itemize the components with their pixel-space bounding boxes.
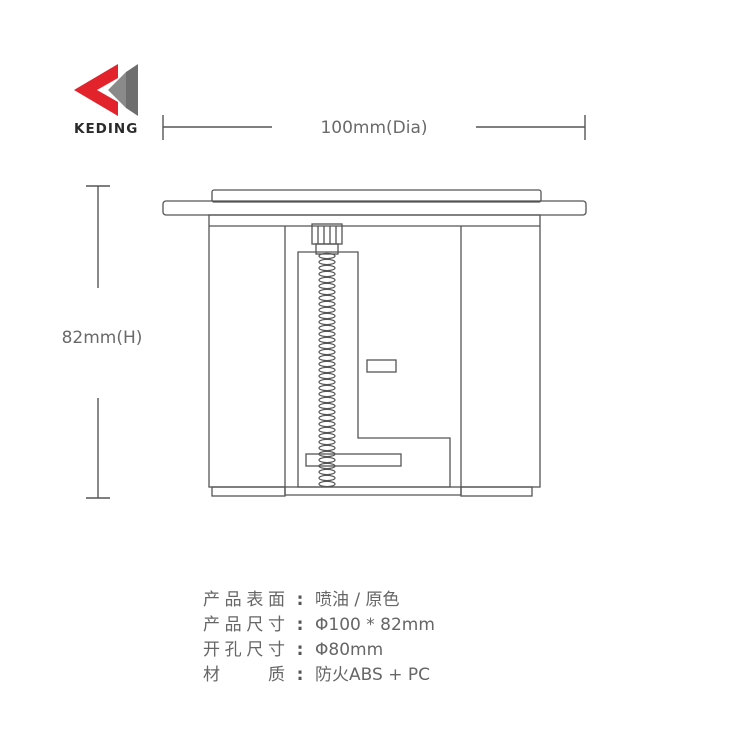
- thread-coil: [318, 252, 336, 260]
- spec-value: 喷油 / 原色: [315, 590, 400, 610]
- l-bracket: [297, 251, 451, 488]
- spec-separator: :: [296, 665, 304, 685]
- slot: [366, 359, 397, 373]
- thread-coil: [318, 318, 336, 326]
- thread-coil: [318, 270, 336, 278]
- thread-coil: [318, 396, 336, 404]
- thread-coil: [318, 354, 336, 362]
- spec-label: 产品尺寸: [203, 615, 285, 635]
- thread-coil: [318, 384, 336, 392]
- base-left: [211, 486, 286, 497]
- thread-coil: [318, 420, 336, 428]
- spec-label: 材质: [203, 665, 285, 685]
- thread-coil: [318, 348, 336, 356]
- thread-coil: [318, 276, 336, 284]
- logo-gray-shape-2: [126, 64, 138, 116]
- thread-coil: [318, 402, 336, 410]
- spec-row-surface: 产品表面: 喷油 / 原色: [203, 588, 435, 613]
- top-cap: [211, 189, 542, 203]
- thread-coil: [318, 264, 336, 272]
- thread-coil: [318, 390, 336, 398]
- thread-coil: [318, 294, 336, 302]
- thread-coil: [318, 432, 336, 440]
- width-label: 100mm(Dia): [320, 118, 427, 138]
- thread-coil: [318, 282, 336, 290]
- spec-value: Φ80mm: [315, 640, 384, 660]
- thread-coil: [318, 480, 336, 488]
- spec-row-size: 产品尺寸: Φ100 * 82mm: [203, 613, 435, 638]
- logo-red-chevron: [74, 64, 118, 116]
- spec-label: 产品表面: [203, 590, 285, 610]
- thread-coil: [318, 258, 336, 266]
- height-label: 82mm(H): [62, 328, 143, 348]
- thread-coil: [318, 438, 336, 446]
- spec-value: 防火ABS + PC: [315, 665, 430, 685]
- base-right: [460, 486, 533, 497]
- thread-coil: [318, 450, 336, 458]
- main-body: [208, 214, 541, 488]
- thread-coil: [318, 324, 336, 332]
- spec-row-material: 材质: 防火ABS + PC: [203, 663, 435, 688]
- thread-coil: [318, 312, 336, 320]
- thread-coil: [318, 336, 336, 344]
- thread-coil: [318, 468, 336, 476]
- threaded-rod: [318, 252, 336, 488]
- spec-row-cutout: 开孔尺寸: Φ80mm: [203, 638, 435, 663]
- width-dimension: [162, 115, 586, 140]
- thread-coil: [318, 456, 336, 464]
- thread-coil: [318, 342, 336, 350]
- flange: [162, 200, 587, 216]
- spec-value: Φ100 * 82mm: [315, 615, 435, 635]
- thread-coil: [318, 300, 336, 308]
- socket-body: [162, 189, 587, 497]
- thread-coil: [318, 378, 336, 386]
- logo-gray-shape-1: [108, 72, 126, 108]
- screw-head: [311, 223, 343, 245]
- thread-coil: [318, 288, 336, 296]
- thread-coil: [318, 474, 336, 482]
- thread-coil: [318, 444, 336, 452]
- height-dimension: [86, 185, 110, 499]
- spec-label: 开孔尺寸: [203, 640, 285, 660]
- brand-logo: KEDING: [74, 64, 138, 137]
- thread-coil: [318, 360, 336, 368]
- thread-coil: [318, 408, 336, 416]
- thread-coil: [318, 462, 336, 470]
- thread-coil: [318, 330, 336, 338]
- spec-separator: :: [296, 615, 304, 635]
- thread-coil: [318, 414, 336, 422]
- spec-separator: :: [296, 640, 304, 660]
- brand-name: KEDING: [74, 121, 138, 137]
- thread-coil: [318, 372, 336, 380]
- spec-list: 产品表面: 喷油 / 原色 产品尺寸: Φ100 * 82mm 开孔尺寸: Φ80mm…: [203, 588, 435, 688]
- spec-separator: :: [296, 590, 304, 610]
- bottom-bar: [305, 453, 402, 467]
- thread-coil: [318, 306, 336, 314]
- thread-coil: [318, 426, 336, 434]
- thread-coil: [318, 366, 336, 374]
